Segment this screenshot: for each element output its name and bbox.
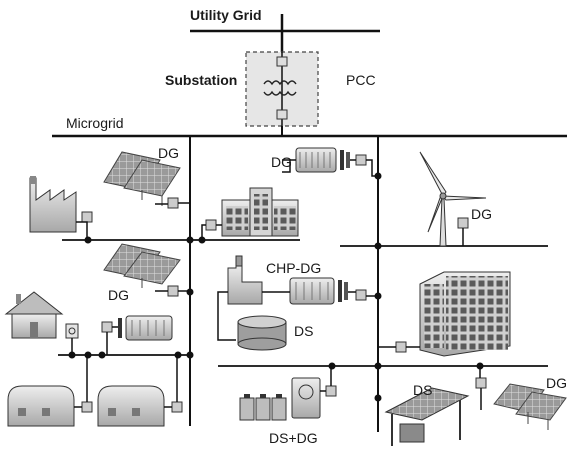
meter-icon [325,385,337,397]
meter-icon [475,377,487,389]
feeder-lines [189,136,379,432]
dg-wind-label: DG [471,206,492,222]
dg-solar-bottom-label: DG [546,375,567,391]
storage-tank-icon [237,315,287,351]
ds-dg-label: DS+DG [269,430,318,446]
meter-icon [167,197,179,209]
ds-carport-label: DS [413,382,433,398]
office-building-icon [221,187,299,237]
meter-icon [81,211,93,223]
greenhouse-icon [97,385,165,427]
apartment-block-icon [419,271,511,357]
factory-icon [29,176,77,233]
meter-icon [457,217,469,229]
dg-solar-top-label: DG [158,145,179,161]
substation-block [245,51,319,127]
meter-icon [171,401,183,413]
wind-turbine-icon [419,151,487,247]
carport-icon [384,387,470,446]
greenhouse-icon [7,385,75,427]
meter-icon [65,323,79,339]
ds-tank-label: DS [294,323,314,339]
meter-icon [355,289,367,301]
dg-generator-top-label: DG [271,154,292,170]
meter-icon [355,154,367,166]
microgrid-label: Microgrid [66,115,124,131]
generator-icon [291,377,321,419]
generator-icon [118,315,173,341]
meter-icon [101,321,113,333]
chp-plant-icon [227,255,263,305]
meter-icon [167,285,179,297]
transformer-icon [263,80,297,96]
junction-dots [68,172,484,402]
pcc-label: PCC [346,72,376,88]
solar-panel-icon [493,383,567,430]
meter-icon [81,401,93,413]
dg-solar-mid-label: DG [108,287,129,303]
battery-icon [239,394,287,421]
meter-icon [395,341,407,353]
generator-icon [289,277,348,305]
solar-panel-icon [103,151,181,206]
utility-grid-bus [190,14,380,56]
utility-grid-label: Utility Grid [190,7,262,23]
solar-panel-icon [103,243,181,288]
chp-dg-label: CHP-DG [266,260,322,276]
substation-label: Substation [165,72,238,88]
meter-icon [205,219,217,231]
generator-icon [295,147,350,173]
house-icon [4,291,64,339]
